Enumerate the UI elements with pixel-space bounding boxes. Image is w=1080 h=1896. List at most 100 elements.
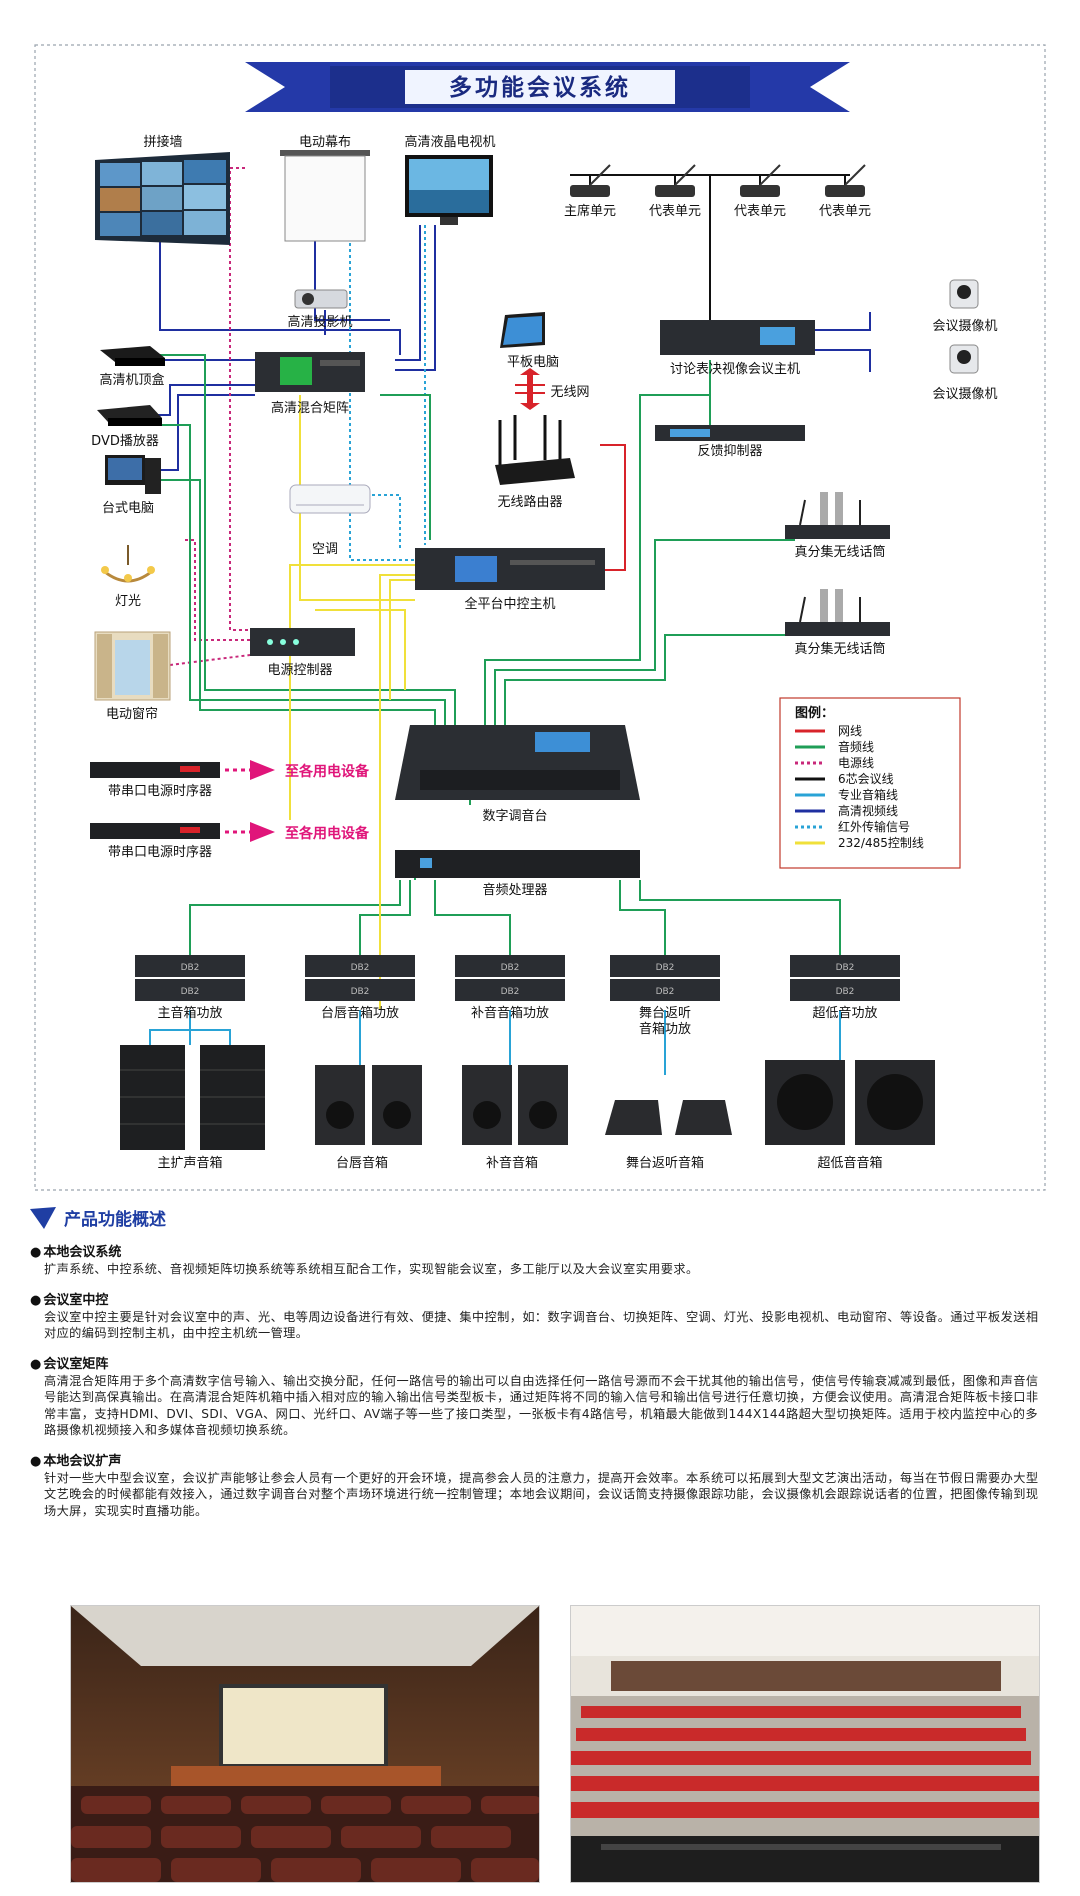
section-body: 会议室中控主要是针对会议室中的声、光、电等周边设备进行有效、便捷、集中控制，如：… [44, 1309, 1039, 1341]
section-title: 本地会议系统 [30, 1244, 1050, 1261]
amp-stage-brand-1: DB2 [351, 963, 370, 973]
amp-main-brand-1: DB2 [181, 963, 200, 973]
auditorium-photo-2 [570, 1605, 1040, 1883]
amp-stage-brand-2: DB2 [351, 987, 370, 997]
amp-main-brand-2: DB2 [181, 987, 200, 997]
legend-item: 6芯会议线 [795, 772, 894, 786]
amp-stage: DB2 DB2 台唇音箱功放 [305, 955, 415, 1021]
speaker-stage: 台唇音箱 [315, 1065, 422, 1171]
wireless-mic-1-label: 真分集无线话筒 [794, 544, 885, 560]
speaker-main: 主扩声音箱 [120, 1045, 265, 1171]
legend-label: 232/485控制线 [838, 836, 924, 850]
diagram-frame [34, 44, 1046, 1191]
wireless-mic-2: 真分集无线话筒 [785, 589, 890, 657]
chandelier: 灯光 [101, 545, 155, 609]
amp-sub-brand-1: DB2 [836, 963, 855, 973]
section-body: 针对一些大中型会议室，会议扩声能够让参会人员有一个更好的开会环境，提高参会人员的… [44, 1470, 1039, 1518]
spk-fill-label: 补音音箱 [486, 1155, 538, 1171]
motorized-curtain: 电动窗帘 [94, 631, 171, 722]
air-conditioner: 空调 [289, 484, 371, 557]
curtain-label: 电动窗帘 [106, 706, 158, 722]
wifi-label: 无线网 [550, 385, 589, 400]
dvd-player: DVD播放器 [91, 405, 162, 449]
section-title: 会议室中控 [30, 1292, 1050, 1309]
legend-label: 6芯会议线 [838, 772, 894, 786]
speaker-sub: 超低音音箱 [765, 1060, 935, 1171]
intro-header: 产品功能概述 [30, 1205, 1050, 1230]
amp-sub: DB2 DB2 超低音功放 [790, 955, 900, 1021]
legend: 图例： 网线音频线电源线6芯会议线专业音箱线高清视频线红外传输信号232/485… [779, 697, 961, 869]
seq-2-label: 带串口电源时序器 [108, 845, 212, 860]
section-sound-reinforcement: 本地会议扩声 针对一些大中型会议室，会议扩声能够让参会人员有一个更好的开会环境，… [30, 1453, 1050, 1520]
motor-screen-label: 电动幕布 [299, 135, 351, 150]
section-central-control: 会议室中控 会议室中控主要是针对会议室中的声、光、电等周边设备进行有效、便捷、集… [30, 1292, 1050, 1342]
motor-screen: 电动幕布 [280, 135, 370, 242]
tablet: 平板电脑 [500, 312, 559, 370]
speaker-monitor: 舞台返听音箱 [605, 1100, 732, 1171]
set-top-box: 高清机顶盒 [99, 346, 165, 388]
section-matrix: 会议室矩阵 高清混合矩阵用于多个高清数字信号输入、输出交换分配，任何一路信号的输… [30, 1356, 1050, 1439]
splice-wall-label: 拼接墙 [143, 134, 182, 150]
section-body: 扩声系统、中控系统、音视频矩阵切换系统等系统相互配合工作，实现智能会议室，多工能… [44, 1262, 699, 1276]
delegate-unit-1: 代表单元 [649, 164, 701, 219]
system-diagram: 多功能会议系统 [34, 44, 1046, 1191]
lcd-tv-label: 高清液晶电视机 [404, 134, 495, 150]
delegate-3-label: 代表单元 [819, 204, 871, 219]
heading-flag-icon [30, 1206, 56, 1229]
chair-unit-label: 主席单元 [564, 203, 616, 219]
spk-monitor-label: 舞台返听音箱 [626, 1155, 704, 1171]
legend-label: 专业音箱线 [838, 787, 898, 802]
camera-2: 会议摄像机 [932, 344, 998, 402]
audio-processor: 音频处理器 [395, 850, 640, 898]
section-local-conference: 本地会议系统 扩声系统、中控系统、音视频矩阵切换系统等系统相互配合工作，实现智能… [30, 1244, 1050, 1278]
feedback-label: 反馈抑制器 [697, 444, 762, 459]
amp-monitor: DB2 DB2 舞台返听 音箱功放 [610, 955, 720, 1037]
legend-title: 图例： [795, 705, 834, 721]
to-equip-1-label: 至各用电设备 [285, 763, 370, 780]
amp-monitor-brand-2: DB2 [656, 987, 675, 997]
camera-1-label: 会议摄像机 [932, 319, 997, 334]
lcd-tv: 高清液晶电视机 [404, 134, 496, 225]
spk-stage-label: 台唇音箱 [336, 1155, 388, 1171]
chair-unit: 主席单元 [564, 164, 616, 219]
stb-label: 高清机顶盒 [99, 372, 164, 388]
section-body: 高清混合矩阵用于多个高清数字信号输入、输出交换分配，任何一路信号的输出可以自由选… [44, 1373, 1039, 1438]
amp-monitor-label-2: 音箱功放 [639, 1021, 691, 1037]
section-title: 会议室矩阵 [30, 1356, 1050, 1373]
legend-item: 232/485控制线 [795, 836, 924, 850]
title-banner: 多功能会议系统 [245, 62, 850, 112]
to-equipment-arrow-1: 至各用电设备 [225, 760, 370, 780]
power-controller: 电源控制器 [250, 628, 355, 678]
legend-item: 专业音箱线 [795, 787, 898, 802]
amp-fill: DB2 DB2 补音音箱功放 [455, 955, 565, 1021]
processor-label: 音频处理器 [482, 882, 547, 898]
wifi-signal: 无线网 [515, 368, 590, 410]
delegate-unit-2: 代表单元 [734, 164, 786, 219]
wireless-router: 无线路由器 [495, 415, 575, 510]
dvd-label: DVD播放器 [91, 434, 159, 449]
camera-1: 会议摄像机 [932, 279, 998, 334]
hd-matrix: 高清混合矩阵 [255, 352, 365, 416]
legend-label: 网线 [838, 724, 862, 738]
seq-1-label: 带串口电源时序器 [108, 784, 212, 799]
legend-item: 电源线 [795, 756, 874, 770]
legend-label: 电源线 [838, 756, 874, 770]
digital-mixer: 数字调音台 [395, 725, 640, 824]
pc-label: 台式电脑 [102, 501, 154, 516]
spk-sub-label: 超低音音箱 [817, 1155, 882, 1171]
amp-sub-brand-2: DB2 [836, 987, 855, 997]
amp-fill-label: 补音音箱功放 [471, 1005, 549, 1021]
power-sequencer-2: 带串口电源时序器 [90, 823, 220, 860]
to-equip-2-label: 至各用电设备 [285, 825, 370, 842]
amp-fill-brand-2: DB2 [501, 987, 520, 997]
aircon-label: 空调 [312, 542, 338, 557]
feedback-suppressor: 反馈抑制器 [655, 425, 805, 459]
legend-item: 红外传输信号 [795, 819, 910, 834]
projector: 高清投影机 [287, 289, 353, 330]
legend-item: 网线 [795, 724, 862, 738]
tablet-label: 平板电脑 [507, 355, 559, 370]
power-sequencer-1: 带串口电源时序器 [90, 762, 220, 799]
lamp-label: 灯光 [115, 594, 141, 609]
projector-label: 高清投影机 [287, 314, 352, 330]
to-equipment-arrow-2: 至各用电设备 [225, 822, 370, 842]
